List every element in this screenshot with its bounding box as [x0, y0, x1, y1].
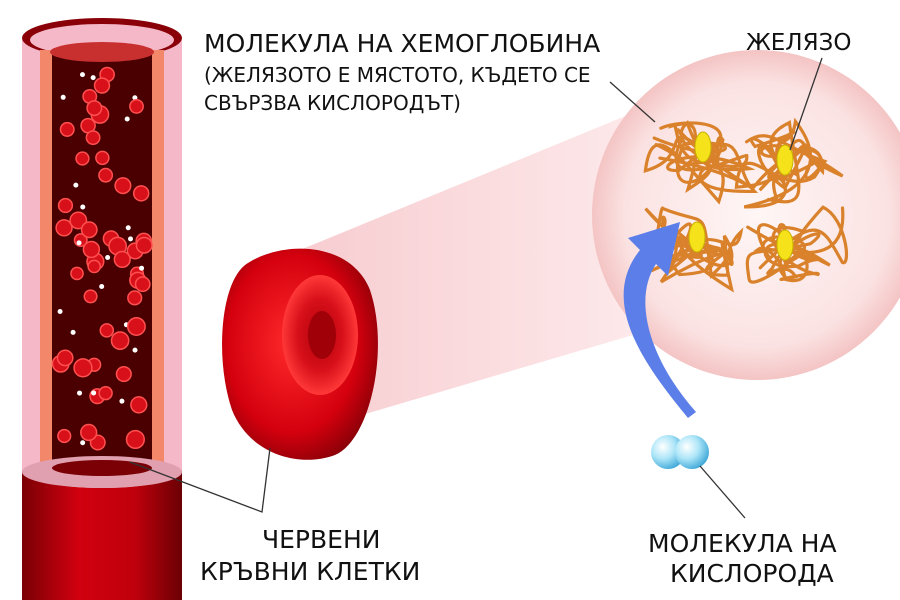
- red-cell: [98, 385, 113, 401]
- white-blood-cell: [119, 398, 125, 404]
- iron-atom: [694, 131, 712, 163]
- white-blood-cell: [80, 204, 86, 210]
- leader-lines: [129, 57, 823, 519]
- red-cell: [134, 276, 151, 293]
- red-cell: [69, 211, 88, 230]
- white-blood-cell: [125, 225, 131, 231]
- blood-vessel: [22, 18, 182, 600]
- red-cell: [70, 266, 84, 281]
- red-cell: [114, 177, 132, 195]
- hemoglobin-note-line1: (ЖЕЛЯЗОТО Е МЯСТОТО, КЪДЕТО СЕ: [204, 63, 591, 87]
- hemoglobin-leader: [609, 81, 656, 123]
- red-cell: [135, 236, 153, 254]
- oxygen-label-line2: КИСЛОРОДА: [670, 559, 834, 588]
- red-cell: [83, 289, 98, 304]
- hemoglobin-chains: [643, 117, 849, 293]
- red-cell: [73, 358, 93, 378]
- iron-atom: [776, 144, 794, 176]
- iron-atom: [688, 221, 706, 253]
- red-cell: [132, 185, 150, 202]
- hemoglobin-title: МОЛЕКУЛА НА ХЕМОГЛОБИНА: [204, 29, 600, 58]
- white-blood-cell: [79, 72, 85, 78]
- red-cells-label-line2: КРЪВНИ КЛЕТКИ: [200, 557, 420, 586]
- red-cell: [113, 250, 131, 269]
- white-blood-cell: [60, 94, 66, 100]
- white-blood-cell: [73, 182, 79, 188]
- oxygen-molecule: [651, 435, 709, 469]
- iron-atom: [776, 229, 794, 261]
- white-blood-cell: [91, 390, 97, 396]
- red-cell: [57, 197, 74, 214]
- oxygen-binding-arrow: [623, 222, 696, 418]
- white-blood-cell: [90, 75, 96, 81]
- red-cell: [126, 317, 146, 336]
- red-cell: [93, 77, 111, 94]
- red-cell: [110, 331, 130, 350]
- white-blood-cell: [57, 308, 63, 314]
- iron-atoms: [688, 131, 794, 261]
- red-cell: [86, 100, 103, 117]
- iron-leader: [789, 57, 823, 151]
- red-cell: [80, 423, 98, 442]
- white-blood-cell: [128, 236, 134, 242]
- hemoglobin-magnified-view: [592, 50, 900, 380]
- iron-label: ЖЕЛЯЗО: [746, 30, 851, 56]
- red-cells-label-line1: ЧЕРВЕНИ: [262, 525, 380, 554]
- red-cell: [99, 323, 115, 338]
- white-blood-cell: [70, 329, 76, 335]
- oxygen-label-line1: МОЛЕКУЛА НА: [648, 529, 837, 558]
- red-cell: [75, 151, 90, 166]
- red-cell: [115, 365, 132, 383]
- white-blood-cell: [139, 265, 145, 271]
- red-cell: [80, 221, 98, 239]
- red-blood-cell: [222, 248, 378, 460]
- red-cell: [82, 240, 101, 259]
- white-blood-cell: [99, 284, 105, 290]
- white-blood-cell: [80, 440, 86, 446]
- white-blood-cell: [132, 95, 138, 101]
- white-blood-cell: [105, 254, 111, 260]
- red-cell: [127, 290, 143, 306]
- red-cell: [57, 428, 72, 444]
- red-cell: [87, 259, 102, 274]
- red-cell: [98, 167, 114, 183]
- globin-chain: [644, 206, 744, 284]
- red-cell: [55, 219, 73, 237]
- red-cell: [130, 396, 148, 414]
- red-cell: [59, 121, 75, 137]
- magnification-cone: [300, 110, 650, 420]
- globin-chain: [753, 205, 849, 283]
- red-cell: [56, 349, 74, 367]
- white-blood-cell: [132, 347, 138, 353]
- red-cell: [95, 150, 110, 166]
- red-cell: [129, 98, 144, 114]
- hemoglobin-note-line2: СВЪРЗВА КИСЛОРОДЪТ): [204, 91, 461, 115]
- red-cell: [125, 429, 145, 450]
- cells-leader: [129, 447, 271, 513]
- white-blood-cell: [124, 116, 130, 122]
- globin-chain: [743, 117, 828, 209]
- vessel-red-cells: [51, 66, 153, 451]
- white-blood-cell: [77, 390, 83, 396]
- oxygen-leader: [699, 465, 746, 519]
- white-blood-cell: [76, 240, 82, 246]
- red-cell: [85, 130, 101, 146]
